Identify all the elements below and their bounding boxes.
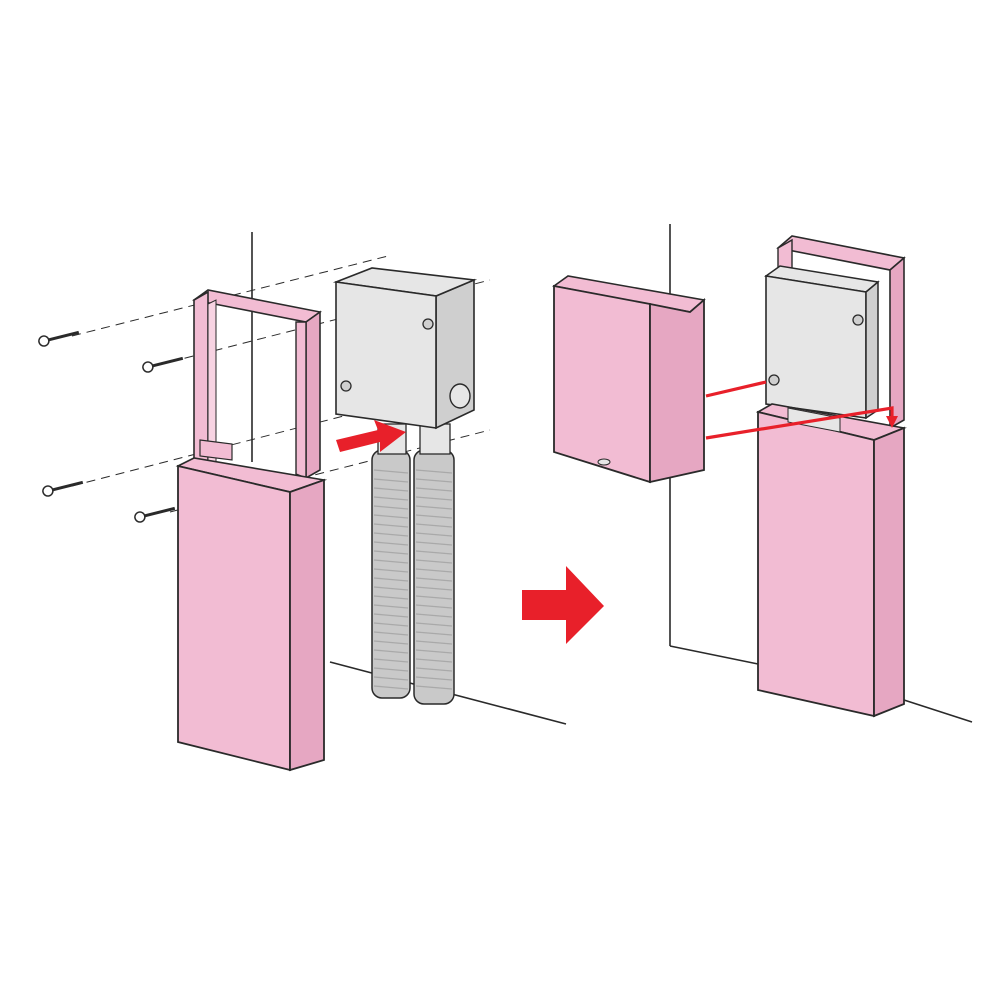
hose-rib (415, 532, 453, 537)
hose-rib (415, 604, 453, 609)
hose-rib (415, 595, 453, 600)
hose-rib (415, 541, 453, 546)
hose-rib (373, 541, 409, 546)
hose-rib (373, 532, 409, 537)
hose-rib (415, 478, 453, 483)
hose-rib (415, 613, 453, 618)
hose-rib (373, 505, 409, 510)
hose-ribs (373, 469, 453, 690)
hose-rib (415, 577, 453, 582)
hose-rib (415, 550, 453, 555)
hose-rib (415, 496, 453, 501)
hose-rib (373, 577, 409, 582)
hose-rib (373, 676, 409, 681)
box-port (449, 383, 471, 409)
screw-icon (134, 506, 176, 523)
hose-rib (373, 586, 409, 591)
hose-rib (373, 487, 409, 492)
cover-latch (597, 458, 611, 466)
lower-cover-right (755, 403, 907, 718)
hose-rib (373, 631, 409, 636)
hose-rib (373, 496, 409, 501)
step-1-scene (38, 232, 567, 772)
hose-rib (373, 469, 409, 474)
hose-rib (415, 586, 453, 591)
junction-box (332, 267, 478, 430)
step-2-scene (552, 224, 973, 723)
drain-hoses (371, 423, 455, 705)
hose-rib (415, 640, 453, 645)
hose-rib (373, 604, 409, 609)
front-cover (552, 275, 706, 484)
hose-rib (373, 550, 409, 555)
screws (38, 330, 184, 523)
hose-rib (373, 523, 409, 528)
hose-rib (373, 559, 409, 564)
box-screw-bottom (340, 380, 352, 392)
hose-rib (415, 559, 453, 564)
hose-rib (373, 658, 409, 663)
frame-bracket (199, 439, 233, 461)
hose-rib (415, 685, 453, 690)
screw-icon (42, 480, 84, 497)
slide-guide-icon (705, 380, 898, 440)
hose-rib (415, 622, 453, 627)
hose-rib (415, 505, 453, 510)
hose-rib (415, 631, 453, 636)
hose-rib (415, 568, 453, 573)
insert-arrow-icon (336, 420, 406, 452)
hose-rib (373, 478, 409, 483)
arrow-right-icon (522, 566, 604, 644)
screw-icon (142, 356, 184, 373)
hose-rib (373, 640, 409, 645)
cover-frame-top (776, 235, 906, 430)
hose-rib (415, 523, 453, 528)
hose-rib (373, 622, 409, 627)
hose-rib (373, 595, 409, 600)
cover-frame (192, 289, 322, 480)
hose-rib (373, 649, 409, 654)
hose-rib (415, 667, 453, 672)
hose-rib (415, 649, 453, 654)
hose-rib (373, 568, 409, 573)
hose-rib (373, 613, 409, 618)
screw-icon (38, 330, 80, 347)
lower-cover-left (175, 457, 328, 772)
hose-rib (373, 667, 409, 672)
hose-rib (415, 676, 453, 681)
box-screw-top (422, 318, 434, 330)
hose-rib (373, 514, 409, 519)
hose-rib (373, 685, 409, 690)
hose-rib (415, 514, 453, 519)
junction-box-mounted (764, 265, 880, 420)
hose-rib (415, 469, 453, 474)
hose-rib (415, 658, 453, 663)
hose-rib (415, 487, 453, 492)
